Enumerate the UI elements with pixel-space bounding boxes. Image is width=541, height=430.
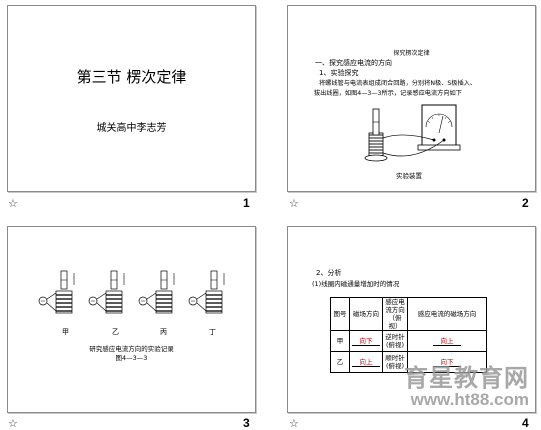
slide-4-star-icon: ☆ (289, 417, 299, 430)
table-header-row: 图号 磁场方向 感应电流方向（俯视） 感应电流的磁场方向 (330, 297, 487, 331)
slide-3-number: 3 (243, 416, 250, 430)
site-watermark: 育星教育网 www.ht88.com (404, 365, 529, 409)
header-induced-field: 感应电流的磁场方向 (407, 297, 487, 331)
slide-1-subtitle: 城关高中李志芳 (96, 123, 167, 134)
slide-2-line4: 拔出线圈，如图4—3—3所示，记录感应电流方向如下 (314, 90, 462, 97)
slide-2-number: 2 (522, 196, 529, 210)
header-current-direction: 感应电流方向（俯视） (382, 297, 408, 331)
header-figure: 图号 (330, 297, 350, 331)
slide-2-thumbnail[interactable]: 探究楞次定律 一、探究感应电流的方向 1、实验探究 将螺线管与电流表组成闭合回路… (287, 5, 536, 192)
slide-4-number: 4 (522, 416, 529, 430)
slide-1-star-icon: ☆ (8, 197, 18, 210)
slide-3-star-icon: ☆ (8, 417, 18, 430)
slide-1-thumbnail[interactable]: 第三节 楞次定律 城关高中李志芳 (7, 5, 256, 192)
watermark-title: 育星教育网 (404, 364, 529, 392)
slide-3-caption-2: 图4—3—3 (115, 354, 148, 362)
slide-1-number: 1 (243, 196, 250, 210)
coil-label-3: 丙 (160, 328, 167, 336)
induced-field-value: 向下 (433, 358, 461, 367)
slide-4-thumbnail[interactable]: 2、分析 (1)线圈内磁通量增加时的情况 图号 磁场方向 感应电流方向（俯视） … (287, 226, 536, 413)
coil-label-1: 甲 (62, 328, 69, 336)
slide-3-thumbnail[interactable]: 甲 乙 丙 丁 研究感应电流方向的实验记录 图4—3—3 (7, 226, 256, 413)
slide-4-line2: (1)线圈内磁通量增加时的情况 (312, 280, 400, 288)
slide-2-header: 探究楞次定律 (393, 50, 430, 57)
induced-field-value: 向上 (433, 337, 461, 346)
field-direction-value: 向上 (352, 358, 380, 367)
watermark-url: www.ht88.com (410, 390, 529, 409)
header-field-direction: 磁场方向 (349, 297, 383, 331)
field-direction-value: 向下 (352, 337, 380, 346)
table-row: 乙 向上 顺时针(俯视) 向下 (330, 351, 487, 373)
coil-experiments-diagram (38, 270, 225, 314)
slide-2-caption: 实验装置 (396, 172, 422, 180)
slide-2-star-icon: ☆ (289, 197, 299, 210)
slide-4-line1: 2、分析 (316, 269, 342, 277)
coil-label-4: 丁 (209, 328, 216, 336)
experiment-apparatus-diagram (364, 104, 461, 162)
table-row: 甲 向下 逆时针(俯视) 向上 (330, 330, 487, 352)
slide-3-caption-1: 研究感应电流方向的实验记录 (89, 345, 174, 353)
slide-2-line2: 1、实验探究 (319, 69, 359, 77)
slide-1-title: 第三节 楞次定律 (76, 68, 187, 86)
analysis-table: 图号 磁场方向 感应电流方向（俯视） 感应电流的磁场方向 甲 向下 逆时针(俯视… (330, 297, 487, 373)
coil-label-2: 乙 (112, 328, 119, 336)
slide-2-line1: 一、探究感应电流的方向 (315, 59, 392, 67)
slide-2-line3: 将螺线管与电流表组成闭合回路，分别将N极、S极插入、 (319, 80, 477, 87)
